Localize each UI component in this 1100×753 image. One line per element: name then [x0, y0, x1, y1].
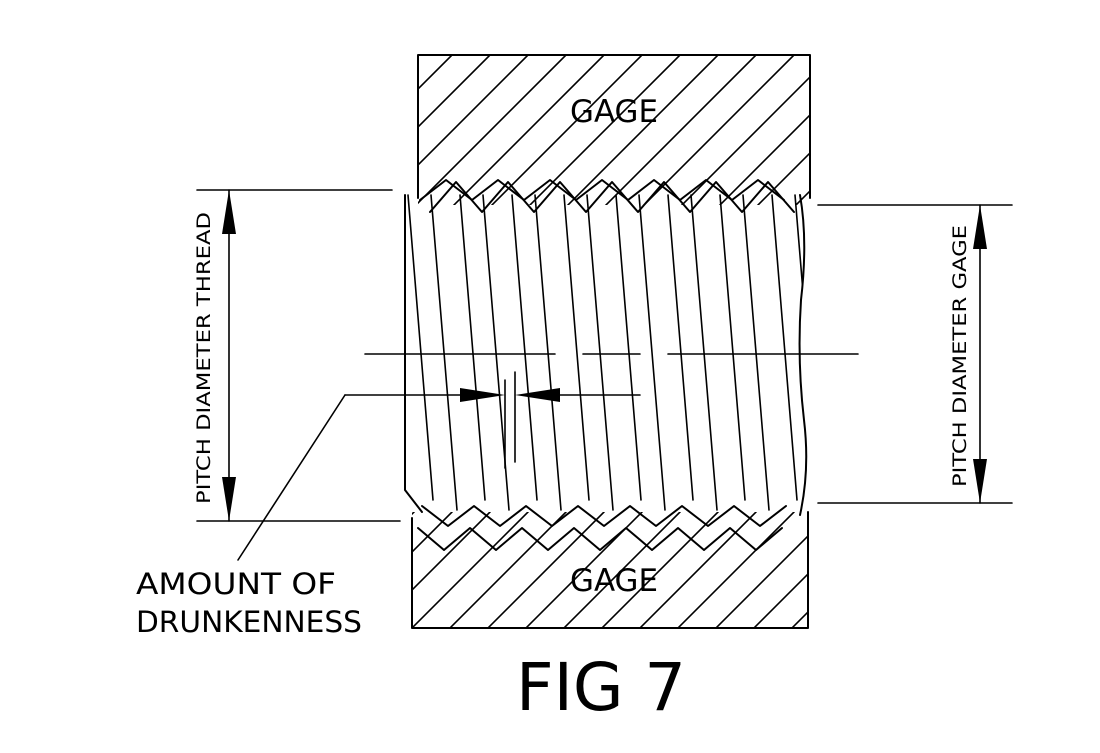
thread-flank-line [430, 194, 458, 511]
hatch-line [138, 55, 338, 255]
amount-of-drunkenness-line2: DRUNKENNESS [136, 605, 362, 639]
pitch-diameter-gage-dimension [817, 204, 1013, 504]
hatch-line [452, 55, 605, 205]
hatch-line [796, 512, 946, 662]
hatch-line [561, 512, 681, 629]
drunkenness-indicator [237, 371, 641, 561]
gage-bottom-label: GAGE [570, 563, 658, 599]
hatch-line [418, 55, 453, 91]
hatch-line [834, 512, 984, 662]
hatch-line [680, 75, 810, 205]
hatch-line [412, 512, 491, 592]
thread-flank-line [771, 194, 798, 501]
thread-flank-line [638, 194, 666, 511]
hatch-line [718, 113, 810, 205]
hatch-line [675, 512, 795, 629]
hatch-line [418, 55, 567, 205]
hatch-line [599, 512, 719, 629]
thread-flank-line [407, 194, 434, 501]
threaded-part [404, 179, 808, 551]
hatch-line [784, 55, 984, 255]
hatch-line [637, 512, 757, 629]
hatch-line [872, 512, 1022, 662]
hatch-line [566, 55, 719, 205]
amount-of-drunkenness-line1: AMOUNT OF [136, 567, 336, 601]
pitch-diameter-gage-label: PITCH DIAMETER GAGE [949, 225, 971, 487]
thread-flank-line [459, 194, 486, 501]
hatch-line [822, 55, 1022, 255]
hatch-line [789, 610, 808, 629]
hatch-line [523, 512, 643, 629]
gage-top-label: GAGE [570, 94, 658, 130]
pitch-diameter-thread-dimension [196, 189, 401, 522]
thread-flank-line [690, 194, 718, 511]
leader-line [237, 394, 346, 561]
thread-flank-line [667, 194, 694, 501]
thread-flank-line [534, 194, 562, 511]
thread-flank-line [586, 194, 614, 511]
thread-flank-line [719, 194, 746, 501]
pitch-diameter-thread-label: PITCH DIAMETER THREAD [193, 212, 215, 504]
thread-flank-line [563, 194, 590, 501]
hatch-line [713, 534, 808, 629]
arrowhead-down [222, 477, 236, 521]
hatch-line [418, 55, 529, 167]
hatch-line [485, 512, 605, 629]
hatch-line [528, 55, 681, 205]
hatch-line [756, 151, 810, 205]
hatch-line [794, 189, 810, 205]
thread-flank-line [742, 194, 770, 511]
hatch-line [214, 55, 414, 255]
hatch-line [412, 512, 453, 554]
arrowhead-left [515, 388, 560, 402]
thread-flank-line [511, 194, 538, 501]
hatch-line [604, 55, 757, 205]
hatch-line [751, 572, 808, 629]
bottom-gage-block [411, 511, 1022, 662]
top-gage-block [138, 54, 1022, 255]
hatch-line [490, 55, 643, 205]
hatch-line [412, 512, 529, 629]
thread-flank-line [794, 194, 807, 511]
hatch-line [447, 512, 567, 629]
hatch-line [418, 55, 491, 129]
arrowhead-up [222, 190, 236, 234]
arrowhead-down [973, 459, 987, 503]
arrowhead-right [460, 388, 505, 402]
hatch-line [642, 55, 795, 205]
figure-caption: FIG 7 [516, 649, 686, 726]
arrowhead-up [973, 205, 987, 249]
thread-flank-line [615, 194, 642, 501]
